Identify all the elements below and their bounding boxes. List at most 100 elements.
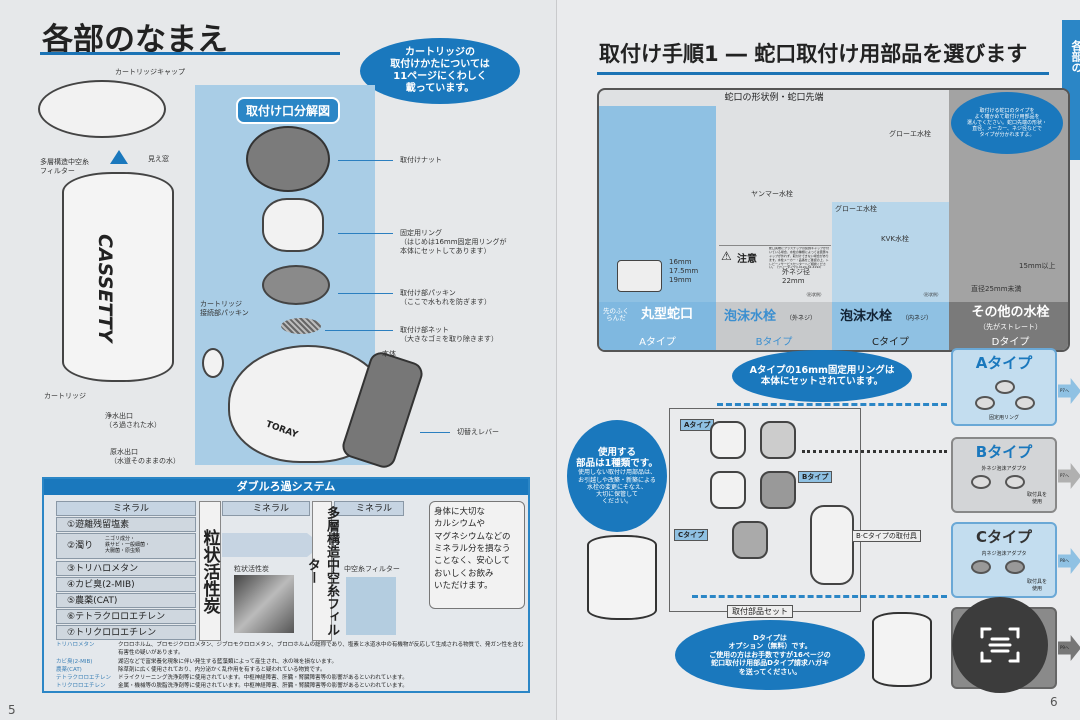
panel-extra: 取付具を 使用	[1027, 579, 1048, 592]
cap-label: カートリッジキャップ	[115, 68, 185, 76]
mount-nut-illustration	[246, 126, 330, 192]
mascot-illustration	[587, 535, 657, 620]
goto-p7-arrow[interactable]: P7へ	[1058, 378, 1080, 404]
hollow-fiber-photo	[346, 577, 396, 635]
bc-fitting-tag: B·Cタイプの取付具	[852, 530, 921, 542]
type-pre: 先のふく らんだ	[603, 307, 629, 323]
double-filtration-title: ダブルろ過システム	[44, 479, 528, 495]
caution-label: 注意	[737, 254, 757, 265]
up-arrow-icon	[110, 150, 128, 164]
double-filtration-box: ダブルろ過システム ミネラル ミネラル ミネラル ①遊離残留塩素 ②濁りニゴリ成…	[42, 477, 530, 693]
type-a-panel: Aタイプ 固定用リング	[951, 348, 1057, 426]
contaminant-row: ⑦トリクロロエチレン	[56, 625, 196, 640]
glossary-term: カビ臭(2-MIB)	[56, 658, 93, 665]
type-name: その他の水栓	[971, 305, 1050, 320]
type-c-size-cell	[832, 267, 949, 302]
cartridge-packing-illustration	[202, 348, 224, 378]
carbon-photo-caption: 粒状活性炭	[234, 565, 269, 573]
carbon-photo	[234, 575, 294, 633]
type-sub: （内ネジ）	[902, 315, 933, 322]
type-b-panel: Bタイプ 外ネジ泡沫アダプタ 取付具を 使用	[951, 437, 1057, 513]
page-number: 5	[8, 703, 16, 717]
goto-p9-arrow[interactable]: P9へ	[1058, 635, 1080, 661]
mineral-label-3: ミネラル	[334, 501, 404, 516]
dashed-arrow-a	[717, 403, 947, 406]
dia-25-label: 直径25mm未満	[971, 285, 1022, 293]
example-label: （形状例）	[921, 292, 941, 297]
goto-label: P8へ	[1060, 558, 1069, 563]
type-b-label-cell: 泡沫水栓 （外ネジ） Bタイプ	[716, 302, 832, 350]
type-name: 泡沫水栓	[724, 309, 777, 324]
panel-caption: 固定用リング	[988, 415, 1019, 421]
net-illustration	[281, 318, 321, 334]
left-page: 各部のなまえ カートリッジの 取付けかたについては 11ページにくわしく 載って…	[0, 0, 556, 720]
d-type-bubble: Dタイプは オプション（無料）です。 ご使用の方はお手数ですが16ページの 蛇口…	[675, 620, 865, 690]
leader-line	[338, 233, 393, 234]
glossary-term: トリクロロエチレン	[56, 683, 106, 690]
ring-set-bubble: Aタイプの16mm固定用リングは 本体にセットされています。	[732, 350, 912, 402]
type-a-label-cell: 先のふく らんだ 丸型蛇口 Aタイプ	[599, 302, 716, 350]
raw-outlet-label: 原水出口 （水道そのままの水）	[110, 448, 180, 465]
caution-box: ⚠ 注意 蛇口先端にプラスチックの装飾キャップが付いている場合、水栓の種類によっ…	[719, 245, 831, 269]
glossary: トリハロメタン クロロホルム、ブロモジクロロメタン、ジブロモクロロメタン、ブロロホ…	[56, 641, 526, 691]
contaminant-label: ②濁り	[67, 541, 94, 551]
mineral-label-2: ミネラル	[222, 501, 310, 516]
a-size-label: 16mm 17.5mm 19mm	[669, 258, 699, 284]
a-ring-part	[710, 421, 746, 459]
panel-caption: 内ネジ泡沫アダプタ	[981, 551, 1027, 557]
dotted-arrow-b	[802, 450, 947, 453]
contaminant-row: ④カビ臭(2-MIB)	[56, 577, 196, 592]
hollow-photo-caption: 中空糸フィルター	[344, 565, 400, 573]
glossary-term: 農薬(CAT)	[56, 666, 82, 673]
type-letter: Aタイプ	[639, 337, 676, 348]
nut-label: 取付けナット	[400, 156, 442, 164]
ring-label: 固定用リング （はじめは16mm固定用リングが 本体にセットしてあります）	[400, 229, 507, 255]
type-name: 泡沫水栓	[840, 309, 893, 324]
cartridge-cap-illustration	[38, 80, 166, 138]
maker-label: TORAY	[264, 419, 300, 441]
kvk-label: KVK水栓	[881, 235, 909, 243]
parts-set-tag: 取付部品セット	[727, 605, 793, 618]
text-scan-button[interactable]	[952, 597, 1048, 693]
page-number: 6	[1050, 695, 1058, 709]
exploded-view-title: 取付け口分解図	[236, 97, 341, 124]
contaminant-row: ⑥テトラクロロエチレン	[56, 609, 196, 624]
round-faucet-tip-illustration	[617, 260, 662, 292]
title-underline	[597, 72, 1049, 75]
type-name: 丸型蛇口	[641, 307, 694, 322]
packing-illustration	[262, 265, 330, 305]
bc-fitting-part	[810, 505, 854, 585]
bubble-text: 使用しない取付け用部品は、 お引越しや改築・新築による 水栓の変更にそなえ、 大…	[577, 469, 656, 506]
flow-arrow	[222, 533, 322, 557]
body-label: 本体	[382, 350, 396, 358]
mineral-note: 身体に大切な カルシウムや マグネシウムなどの ミネラル分を損なう ことなく、安…	[429, 501, 525, 609]
lever-label: 切替えレバー	[457, 428, 499, 436]
glossary-desc: クロロホルム、ブロモジクロロメタン、ジブロモクロロメタン、ブロロホルムの総称であ…	[118, 642, 524, 657]
type-c-tag: Cタイプ	[674, 529, 709, 541]
panel-title: Bタイプ	[975, 443, 1033, 461]
outer-thread-label: 外ネジ径 22mm	[782, 268, 810, 285]
glossary-desc: 金属・機械等の脱脂洗浄剤等に使用されています。中枢神経障害、肝臓・腎臓障害等の影…	[118, 683, 408, 690]
dashed-arrow-c	[692, 595, 947, 598]
contaminant-row: ③トリハロメタン	[56, 561, 196, 576]
panel-title: Aタイプ	[975, 354, 1033, 372]
right-page: 取付け手順1 ― 蛇口取付け用部品を選びます 各部の 蛇口の形状例・蛇口先端 ヤ…	[556, 0, 1080, 720]
contaminant-row: ②濁りニゴリ成分・ 鉄サビ・一般細菌・ 大腸菌・原虫類	[56, 533, 196, 559]
type-d-label-cell: その他の水栓 （先がストレート） Dタイプ	[949, 302, 1068, 350]
leader-line	[338, 293, 393, 294]
mineral-label-1: ミネラル	[56, 501, 196, 516]
glossary-term: トリハロメタン	[56, 642, 95, 648]
type-letter: Cタイプ	[872, 337, 909, 348]
window-label: 見え窓	[148, 155, 169, 163]
cartridge-info-bubble: カートリッジの 取付けかたについては 11ページにくわしく 載っています。	[360, 38, 520, 104]
goto-p8-arrow[interactable]: P8へ	[1058, 548, 1080, 574]
glossary-desc: ドライクリーニング洗浄剤等に使用されています。中枢神経障害、肝臓・腎臓障害等の影…	[118, 675, 408, 681]
filter-label: 多層構造中空糸 フィルター	[40, 158, 89, 175]
goto-p7-arrow[interactable]: P7へ	[1058, 463, 1080, 489]
cartridge-packing-label: カートリッジ 接続部パッキン	[200, 300, 249, 317]
clean-outlet-label: 浄水出口 （ろ過された水）	[105, 412, 161, 429]
one-part-bubble: 使用する 部品は1種類です。 使用しない取付け用部品は、 お引越しや改築・新築に…	[567, 420, 667, 532]
brand-label: CASSETTY	[94, 234, 116, 343]
cartridge-label: カートリッジ	[44, 392, 86, 400]
min-15-label: 15mm以上	[1019, 262, 1056, 270]
